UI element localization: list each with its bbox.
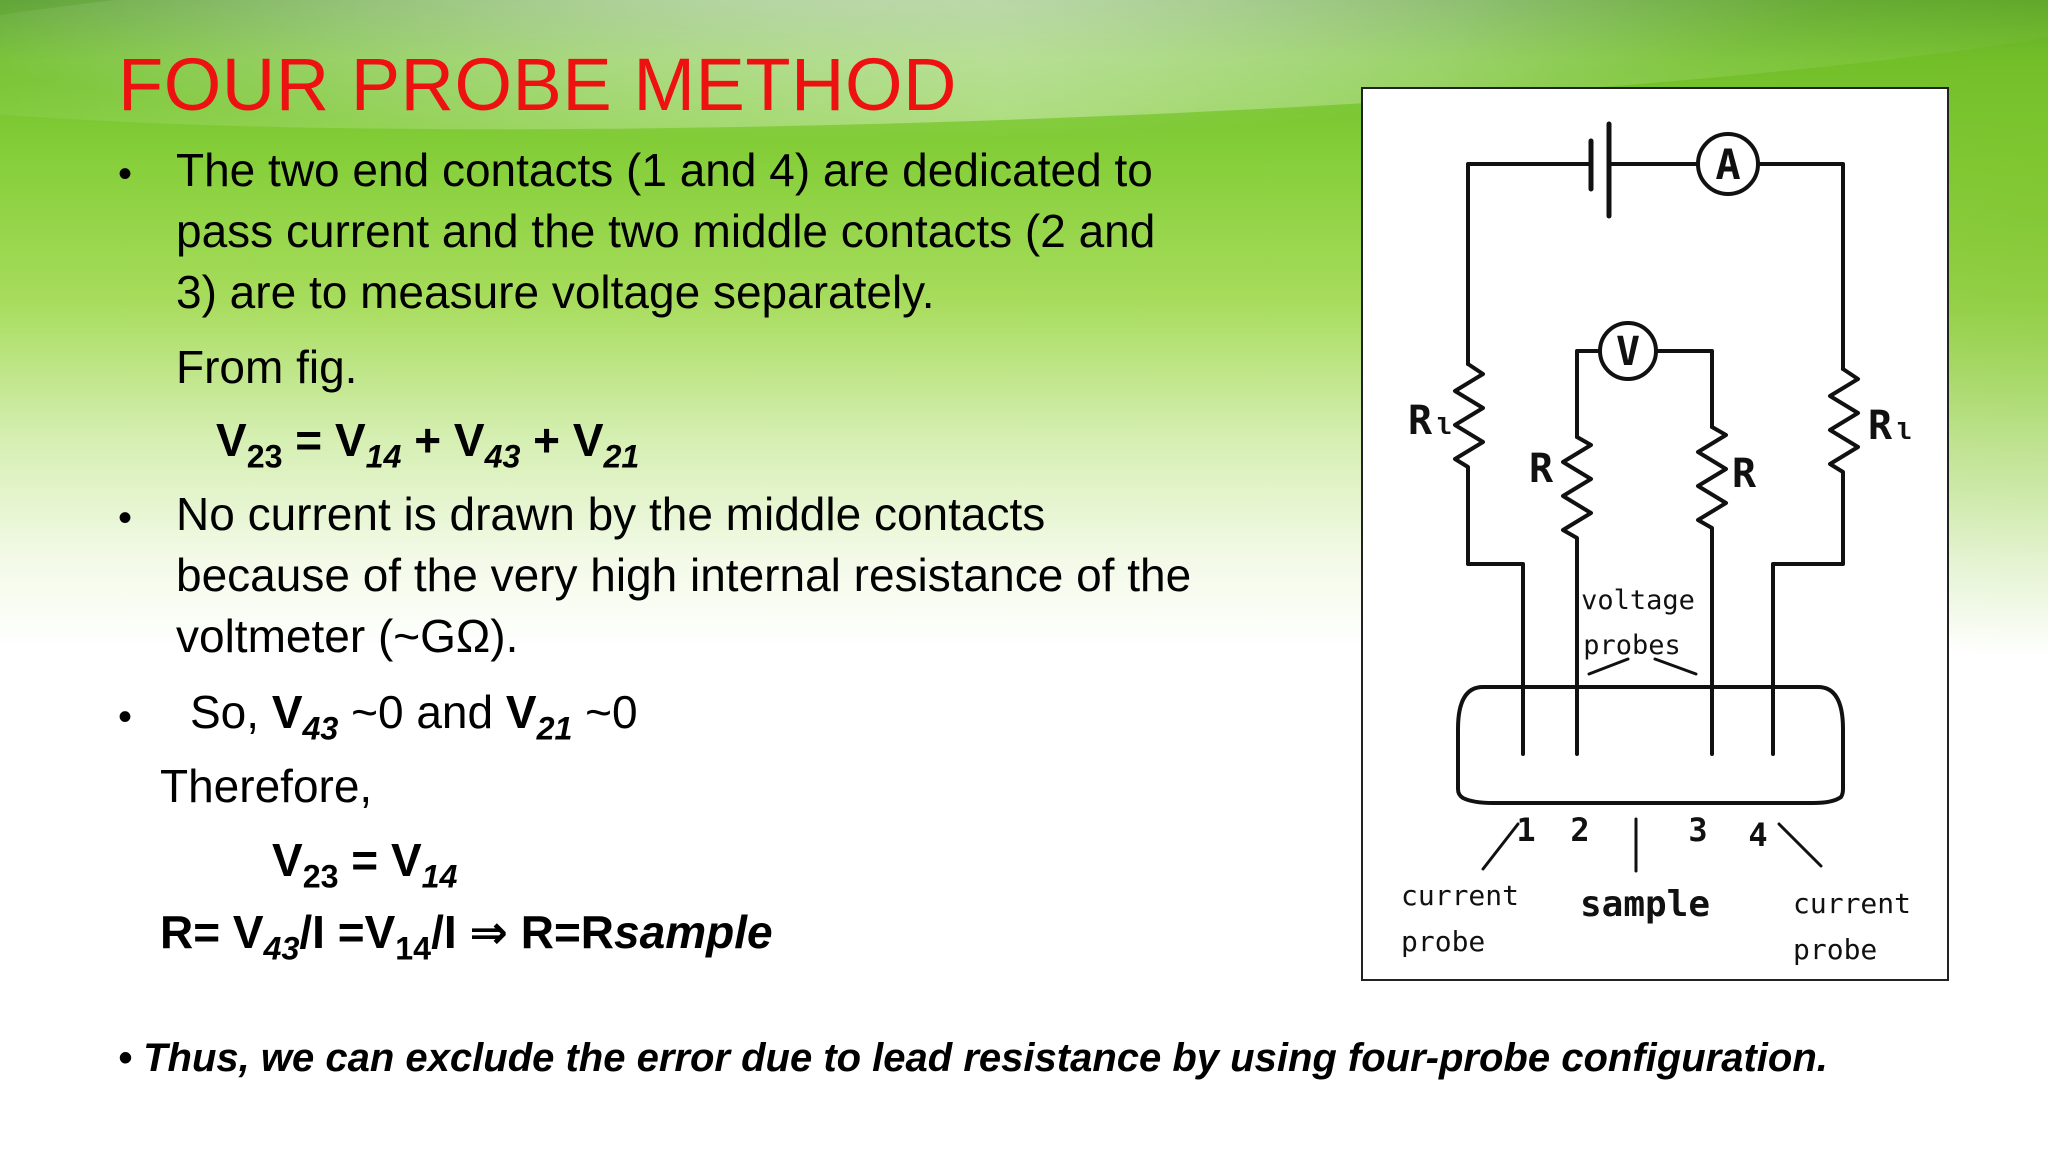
bullet-marker: •: [118, 695, 133, 739]
voltage-probes-label-2: probes: [1583, 630, 1681, 661]
from-fig-text: From fig.: [176, 341, 358, 393]
rl-left-label: Rₗ: [1408, 398, 1456, 444]
para1-line3: 3) are to measure voltage separately.: [176, 266, 935, 318]
current-probe-pointer-right: [1777, 822, 1823, 868]
contact-1-label: 1: [1516, 811, 1535, 849]
wire-volt-right: [1656, 349, 1714, 429]
resistor-r-left: [1561, 435, 1593, 756]
resistor-r-right: [1696, 425, 1728, 756]
resistor-rl-left: [1453, 362, 1525, 756]
para2-line1: No current is drawn by the middle contac…: [176, 488, 1046, 540]
contact-4-label: 4: [1748, 816, 1767, 854]
r-left-label: R: [1529, 446, 1554, 492]
therefore-text: Therefore,: [160, 760, 373, 812]
probe-pointer-left: [1587, 657, 1630, 676]
sample-body: [1456, 685, 1845, 805]
para1-line1: The two end contacts (1 and 4) are dedic…: [176, 144, 1153, 196]
rl-right-label: Rₗ: [1868, 403, 1916, 449]
bullet-marker: •: [118, 152, 133, 196]
para2-line3: voltmeter (~GΩ).: [176, 610, 519, 662]
ammeter-label: A: [1715, 140, 1740, 189]
circuit-svg: A V Rₗ Rₗ R R voltage probes 1 2 3 4 sam…: [1401, 121, 1916, 966]
conclusion-text: • Thus, we can exclude the error due to …: [118, 1036, 1828, 1080]
wire-top-right: [1756, 162, 1845, 371]
contact-3-label: 3: [1688, 811, 1707, 849]
contact-2-label: 2: [1570, 811, 1589, 849]
bullet-marker: •: [118, 496, 133, 540]
equation-r-sample: R= V43/I =V14/I ⇒ R=Rsample: [160, 906, 773, 967]
current-probe-right-label-1: current: [1793, 887, 1911, 920]
current-probe-pointer-left: [1481, 822, 1520, 871]
current-probe-left-label-1: current: [1401, 879, 1519, 912]
sample-label: sample: [1580, 884, 1710, 925]
four-probe-circuit-diagram: A V Rₗ Rₗ R R voltage probes 1 2 3 4 sam…: [1361, 87, 1949, 981]
wire-volt-left: [1575, 349, 1600, 439]
current-probe-right-label-2: probe: [1793, 933, 1877, 966]
voltage-probes-label-1: voltage: [1581, 585, 1695, 616]
equation-v23-v14: V23 = V14: [272, 834, 458, 895]
probe-pointer-right: [1653, 657, 1698, 676]
slide-title: FOUR PROBE METHOD: [118, 43, 957, 126]
equation-v23-sum: V23 = V14 + V43 + V21: [216, 414, 640, 475]
current-probe-left-label-2: probe: [1401, 925, 1485, 958]
so-line: So, V43 ~0 and V21 ~0: [190, 686, 638, 747]
voltmeter-label: V: [1616, 329, 1640, 375]
r-right-label: R: [1732, 451, 1757, 497]
para1-line2: pass current and the two middle contacts…: [176, 205, 1156, 257]
wire-top-left: [1466, 162, 1593, 366]
para2-line2: because of the very high internal resist…: [176, 549, 1192, 601]
resistor-rl-right: [1771, 367, 1860, 756]
